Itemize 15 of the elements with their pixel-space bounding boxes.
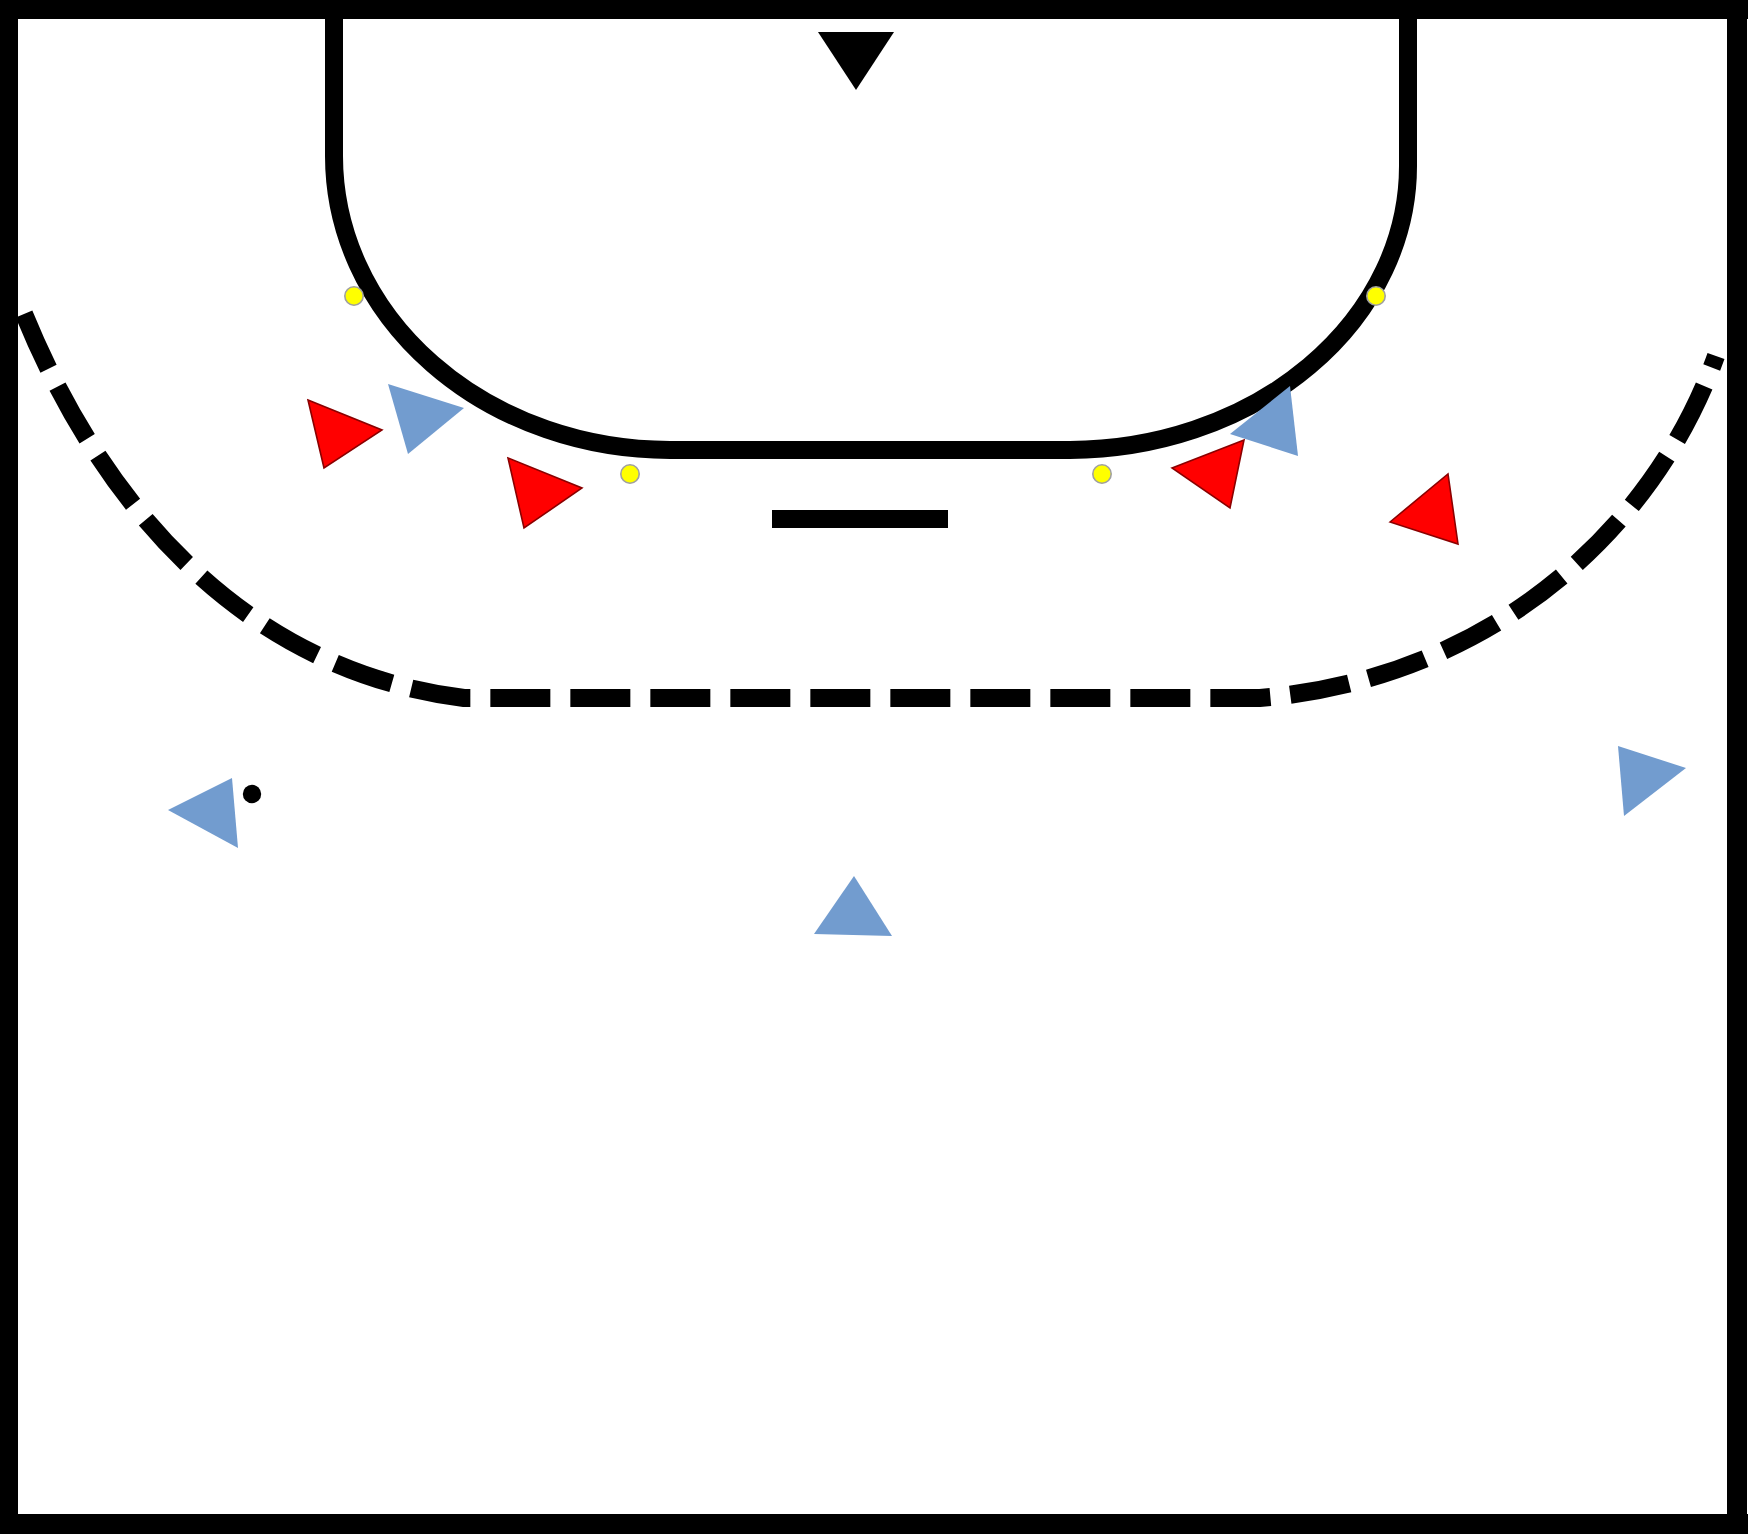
cone-icon xyxy=(620,464,640,484)
player-marker-icon xyxy=(388,384,464,454)
player-marker-icon xyxy=(1172,440,1244,508)
cone-icon xyxy=(1366,286,1386,306)
player-marker-icon xyxy=(1390,474,1458,544)
goalkeeper-marker-icon xyxy=(818,32,894,90)
ball-icon xyxy=(242,784,262,804)
player-marker-icon xyxy=(308,400,382,468)
cone-icon xyxy=(1092,464,1112,484)
player-marker-icon xyxy=(168,778,238,848)
cone-icon xyxy=(344,286,364,306)
player-marker-icon xyxy=(1230,386,1298,456)
player-marker-icon xyxy=(814,876,892,936)
player-marker-icon xyxy=(1618,746,1686,816)
player-marker-icon xyxy=(508,458,582,528)
